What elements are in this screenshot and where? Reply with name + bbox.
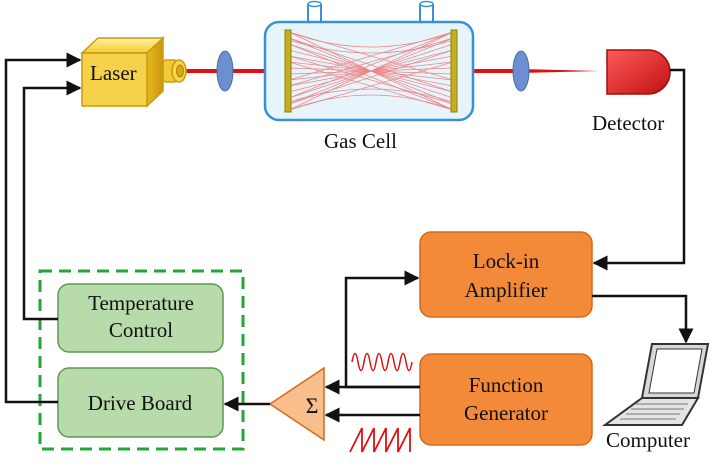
sine-wave-icon (351, 352, 413, 372)
lock-in-amplifier-box (419, 231, 593, 318)
computer-label: Computer (606, 428, 690, 452)
detector-icon (606, 49, 671, 95)
connection-arrows (4, 52, 694, 423)
lock-in-label-line2: Amplifier (465, 278, 548, 302)
lens-icon (512, 50, 530, 92)
sawtooth-wave-icon (349, 427, 411, 453)
mirror-right (450, 29, 458, 113)
gas-cell-icon (263, 0, 475, 122)
control-electronics-group (38, 269, 245, 451)
temperature-to-laser-arrow (22, 80, 82, 321)
lock-in-label-line1: Lock-in (473, 249, 540, 273)
laser-module-icon (80, 36, 187, 108)
drive-board-to-laser-arrow (4, 52, 82, 404)
sum-symbol: Σ (306, 393, 319, 418)
lens-icon (216, 50, 234, 92)
drive-board-label: Drive Board (88, 391, 193, 415)
gas-cell-label: Gas Cell (324, 129, 397, 153)
detector-to-lockin-arrow (592, 68, 686, 271)
mirror-left (284, 29, 292, 113)
summing-junction (268, 366, 325, 442)
laser-label: Laser (90, 61, 137, 85)
lockin-to-computer-arrow (592, 294, 694, 344)
temperature-control-label-line2: Control (109, 318, 173, 342)
function-generator-label-line2: Generator (464, 401, 548, 425)
function-generator-label-line1: Function (469, 373, 544, 397)
temperature-control-label-line1: Temperature (88, 291, 194, 315)
laptop-icon (601, 343, 710, 426)
detector-label: Detector (592, 111, 664, 135)
function-generator-box (419, 353, 593, 446)
multipass-beam-pattern (288, 31, 454, 111)
